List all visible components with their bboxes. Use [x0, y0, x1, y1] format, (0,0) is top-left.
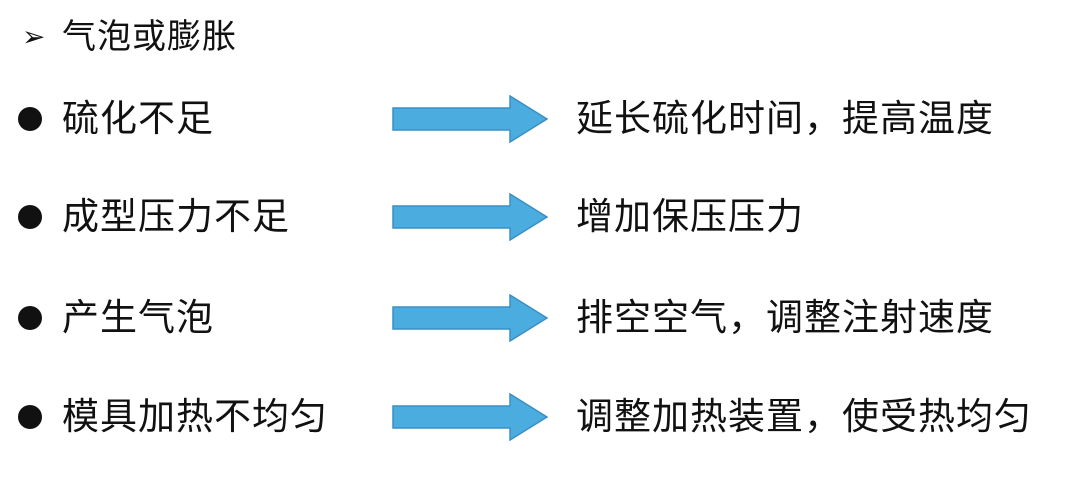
solution-text: 增加保压压力 — [576, 195, 804, 238]
list-item: 成型压力不足 增加保压压力 — [0, 189, 1080, 245]
bullet-dot-icon — [18, 405, 42, 429]
list-item: 硫化不足 延长硫化时间，提高温度 — [0, 91, 1080, 147]
list-item: 产生气泡 排空空气，调整注射速度 — [0, 290, 1080, 346]
bullet-dot-icon — [18, 107, 42, 131]
cause-text: 产生气泡 — [62, 296, 214, 339]
section-title: 气泡或膨胀 — [62, 17, 237, 57]
right-arrow-icon — [392, 193, 548, 241]
right-arrow-icon — [392, 393, 548, 441]
right-arrow-icon — [392, 294, 548, 342]
cause-text: 成型压力不足 — [62, 195, 290, 238]
right-arrow-icon — [392, 95, 548, 143]
solution-text: 延长硫化时间，提高温度 — [576, 97, 994, 140]
solution-text: 调整加热装置，使受热均匀 — [576, 395, 1032, 438]
cause-text: 硫化不足 — [62, 97, 214, 140]
arrowhead-bullet-icon: ➢ — [22, 20, 46, 53]
solution-text: 排空空气，调整注射速度 — [576, 296, 994, 339]
bullet-dot-icon — [18, 205, 42, 229]
cause-text: 模具加热不均匀 — [62, 395, 328, 438]
bullet-dot-icon — [18, 306, 42, 330]
section-heading: ➢ 气泡或膨胀 — [22, 12, 237, 62]
list-item: 模具加热不均匀 调整加热装置，使受热均匀 — [0, 389, 1080, 445]
